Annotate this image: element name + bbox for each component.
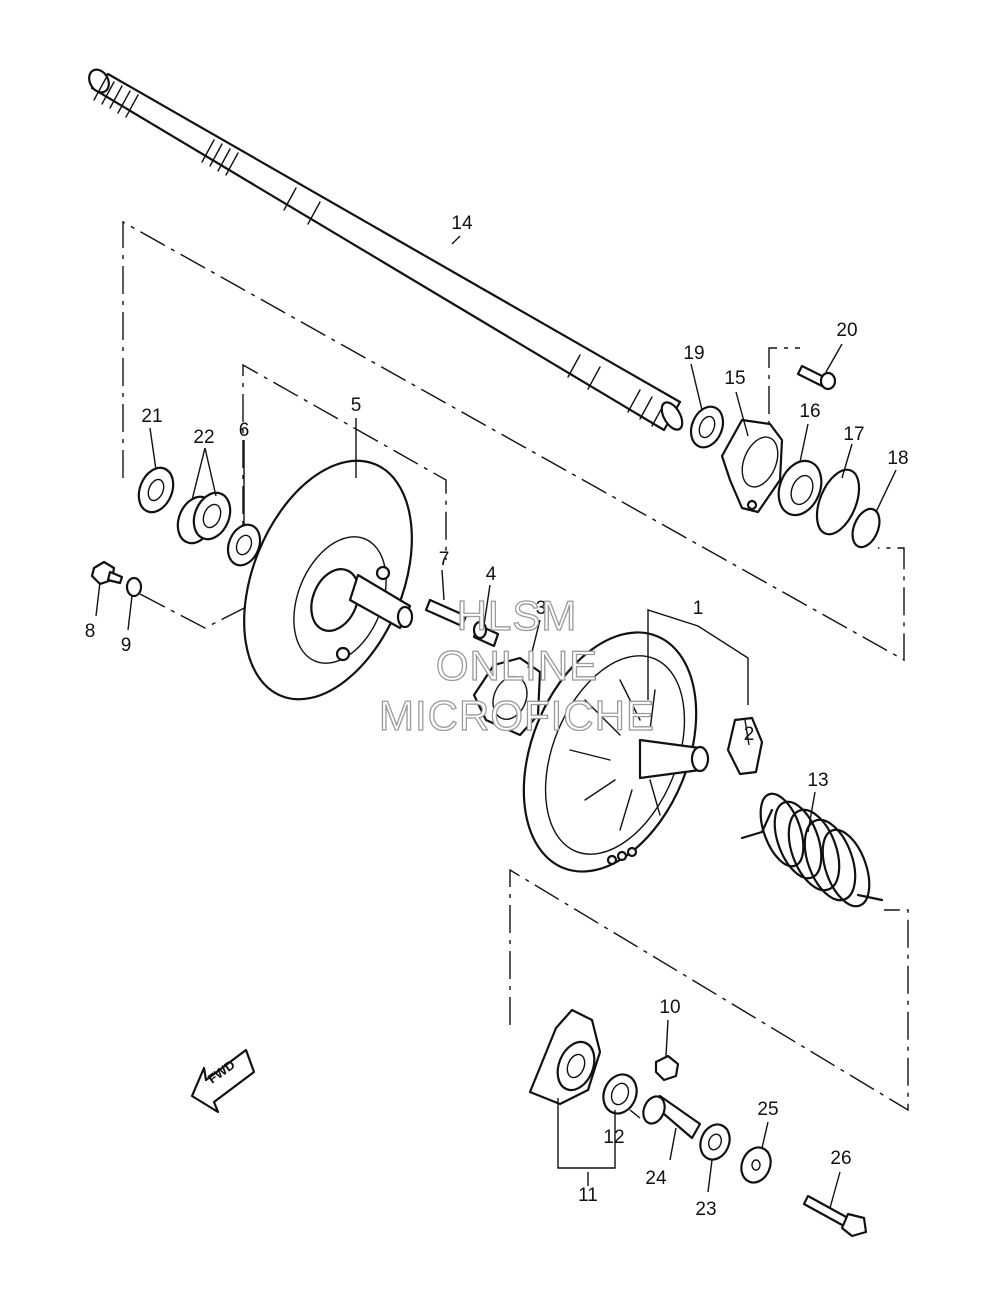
part-1-movable-sheave[interactable]	[491, 607, 729, 897]
part-16-bearing[interactable]	[771, 455, 829, 522]
fwd-arrow-icon: FWD	[190, 1048, 256, 1114]
part-20-bolt[interactable]	[796, 364, 837, 391]
part-25-washer[interactable]	[736, 1143, 775, 1187]
callout-24: 24	[645, 1168, 667, 1189]
part-9-washer[interactable]	[125, 576, 143, 598]
part-4-bolt[interactable]	[472, 620, 500, 648]
callout-1: 1	[693, 598, 704, 619]
callout-16: 16	[799, 401, 820, 422]
part-22-bushing[interactable]	[171, 487, 237, 548]
watermark-line-2: ONLINE	[436, 642, 598, 689]
part-17-circlip[interactable]	[809, 464, 868, 541]
callout-15: 15	[724, 368, 745, 389]
callout-21: 21	[141, 406, 162, 427]
watermark-line-1: HLSM	[457, 592, 578, 639]
part-18-circlip[interactable]	[847, 505, 884, 551]
callout-5: 5	[351, 395, 362, 416]
part-15-bearing-housing[interactable]	[720, 418, 785, 514]
part-8-bolt[interactable]	[90, 560, 124, 586]
part-23-washer[interactable]	[695, 1120, 734, 1164]
callout-18: 18	[887, 448, 908, 469]
part-26-bolt[interactable]	[802, 1194, 868, 1238]
callout-17: 17	[843, 424, 864, 445]
leader-lines	[95, 235, 897, 1209]
callout-25: 25	[757, 1099, 778, 1120]
part-5-fixed-sheave[interactable]	[212, 436, 445, 724]
part-10-nut[interactable]	[654, 1054, 680, 1082]
callout-9: 9	[121, 635, 132, 656]
callout-11: 11	[578, 1185, 598, 1206]
callout-22: 22	[193, 427, 214, 448]
watermark: HLSM ONLINE MICROFICHE	[378, 591, 655, 739]
part-13-spring[interactable]	[740, 788, 884, 912]
callout-13: 13	[807, 770, 828, 791]
part-14-drive-shaft[interactable]	[85, 66, 686, 433]
part-3-plate[interactable]	[472, 656, 542, 737]
watermark-line-3: MICROFICHE	[379, 692, 655, 739]
part-19-washer[interactable]	[685, 402, 729, 452]
callout-14: 14	[451, 213, 473, 234]
callout-23: 23	[695, 1199, 716, 1220]
callout-6: 6	[239, 420, 250, 441]
callout-10: 10	[659, 997, 680, 1018]
assembly-centerlines	[122, 220, 909, 1112]
callout-8: 8	[85, 621, 96, 642]
callout-12: 12	[603, 1127, 624, 1148]
part-7-stud[interactable]	[424, 598, 468, 628]
part-12-collar[interactable]	[598, 1069, 643, 1118]
callout-20: 20	[836, 320, 857, 341]
callout-labels: 14 21 22 6 5 7 4 3 1 2 13 8 9 19 15 16 1…	[85, 213, 909, 1220]
part-2-cap[interactable]	[726, 716, 764, 776]
callout-2: 2	[744, 724, 755, 745]
callout-4: 4	[486, 564, 497, 585]
callout-26: 26	[830, 1148, 851, 1169]
callout-19: 19	[683, 343, 704, 364]
part-24-sleeve[interactable]	[639, 1093, 702, 1140]
callout-7: 7	[439, 549, 450, 570]
part-21-washer[interactable]	[133, 463, 180, 518]
callout-3: 3	[536, 598, 547, 619]
part-11-cam-bracket[interactable]	[528, 1008, 602, 1106]
part-6-collar[interactable]	[222, 520, 266, 570]
